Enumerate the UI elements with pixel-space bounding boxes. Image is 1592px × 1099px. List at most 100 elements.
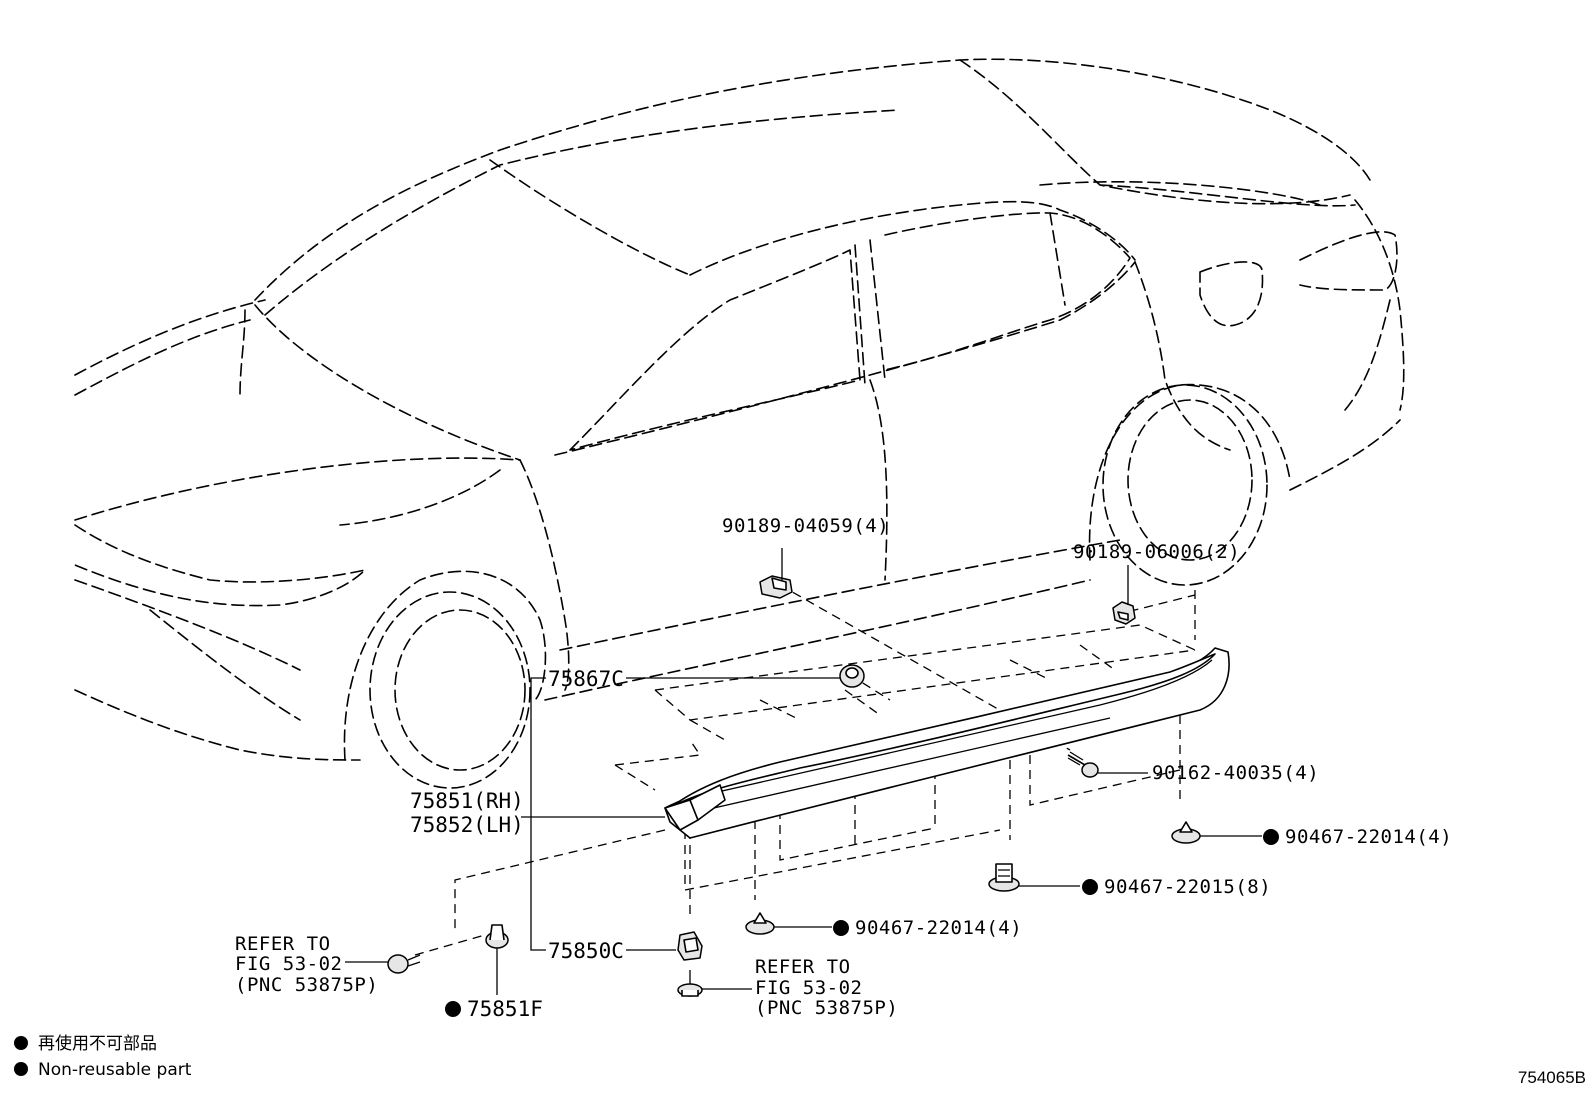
front-wheel [369, 591, 531, 789]
legend-en: Non-reusable part [38, 1060, 192, 1080]
dash-rear-clip [1114, 594, 1196, 616]
refer-left-line1: REFER TO [235, 933, 331, 955]
rocker-bottom [544, 579, 1091, 701]
fasteners [387, 575, 1201, 997]
label-22014-right: 90467-22014(4) [1285, 826, 1452, 848]
bolt-left-icon [387, 954, 421, 974]
trunk-line [1039, 180, 1321, 206]
label-75851f: 75851F [467, 997, 543, 1021]
bolt-mid-icon [677, 970, 703, 997]
moulding-body [664, 647, 1230, 839]
car-outline [74, 58, 1405, 789]
fender-line [339, 469, 501, 526]
bumper-line [74, 579, 301, 671]
rear-wheel [1102, 384, 1268, 586]
clip-90467-22014-mid-icon [745, 912, 775, 935]
front-wheel-rim [394, 609, 526, 771]
non-reusable-dot [1082, 879, 1098, 895]
non-reusable-dot [1263, 829, 1279, 845]
moulding-crease-1 [699, 659, 1213, 797]
bumper-corner [149, 609, 301, 721]
dash-left-bolt [414, 934, 486, 956]
trunk-lid [1099, 184, 1356, 207]
leader-moulding-bracket [530, 677, 546, 951]
dash-v3 [844, 689, 881, 716]
side-moulding [664, 647, 1230, 839]
belt-line [554, 261, 1136, 456]
refer-mid-line2: FIG 53-02 [755, 977, 862, 999]
c-pillar [1049, 212, 1066, 306]
front-wheel-arch [343, 570, 547, 761]
dash-grid-low2 [614, 764, 656, 791]
hood-line [74, 299, 266, 376]
label-22014-mid: 90467-22014(4) [855, 917, 1022, 939]
hood-edge [239, 309, 246, 396]
label-clip-rear: 90189-06006(2) [1073, 541, 1240, 563]
figure-code: 754065B [1518, 1068, 1586, 1087]
non-reusable-dot [445, 1001, 461, 1017]
label-screw: 90162-40035(4) [1152, 762, 1319, 784]
dash-v4 [1009, 659, 1051, 681]
legend: 再使用不可部品 Non-reusable part [14, 1033, 192, 1080]
rear-window [884, 212, 1131, 371]
refer-left-line2: FIG 53-02 [235, 953, 342, 975]
location-dashes [414, 584, 1196, 956]
leaders [345, 548, 1262, 995]
rear-bumper [1289, 419, 1401, 491]
windshield-bottom [254, 304, 521, 461]
hood-crease [74, 457, 521, 521]
fuel-lid [1199, 261, 1264, 327]
dash-drop-6 [1029, 740, 1181, 806]
hood-front [74, 319, 251, 396]
dash-drop-1 [684, 829, 1001, 891]
rear-quarter [1134, 261, 1231, 451]
label-75867c: 75867C [548, 667, 624, 691]
door-split [869, 379, 888, 581]
rear-end [1354, 199, 1405, 411]
clip-90189-06006-icon [1112, 601, 1136, 625]
taillight [1299, 231, 1398, 291]
label-75851-rh: 75851(RH) [410, 789, 524, 813]
rear-wheel-rim [1127, 399, 1253, 561]
a-pillar [519, 459, 570, 691]
rocker-top [559, 539, 1121, 651]
moulding-top [669, 653, 1216, 809]
label-75852-lh: 75852(LH) [410, 813, 524, 837]
greenhouse-top [689, 200, 1136, 276]
screw-90162-40035-icon [1067, 751, 1099, 778]
legend-dot-jp [14, 1036, 28, 1050]
clip-90467-22014-right-icon [1171, 821, 1201, 844]
front-window [569, 249, 861, 451]
label-75850c: 75850C [548, 939, 624, 963]
moulding-crease-2 [704, 717, 1111, 811]
legend-jp: 再使用不可部品 [38, 1033, 157, 1054]
b-pillar-a [854, 244, 866, 386]
dash-v2 [759, 699, 801, 721]
dash-left-long [454, 829, 666, 930]
clip-90189-04059-icon [759, 575, 793, 599]
clip-75850c-icon [677, 931, 703, 961]
windshield-top [264, 109, 901, 316]
refer-mid-line3: (PNC 53875P) [755, 997, 898, 1019]
refer-left-line3: (PNC 53875P) [235, 974, 378, 996]
refer-mid-line1: REFER TO [755, 956, 851, 978]
clip-75851f-icon [485, 924, 509, 949]
dash-grid-upper [654, 624, 1196, 691]
roof-line [254, 58, 1371, 301]
rear-lower [1344, 299, 1391, 411]
b-pillar-b [869, 239, 886, 381]
legend-dot-en [14, 1062, 28, 1076]
dash-drop-2 [779, 810, 936, 861]
label-clip-upper: 90189-04059(4) [722, 515, 889, 537]
headlight [74, 524, 366, 607]
moulding-end-rib [689, 784, 726, 821]
clip-90467-22015-icon [988, 863, 1020, 892]
windshield-pillar [489, 159, 691, 276]
dash-lower-grid [614, 739, 702, 766]
dash-v5 [1079, 644, 1116, 671]
non-reusable-dot [833, 920, 849, 936]
bumper-lower [74, 689, 361, 761]
clip-75867c-icon [839, 664, 865, 688]
